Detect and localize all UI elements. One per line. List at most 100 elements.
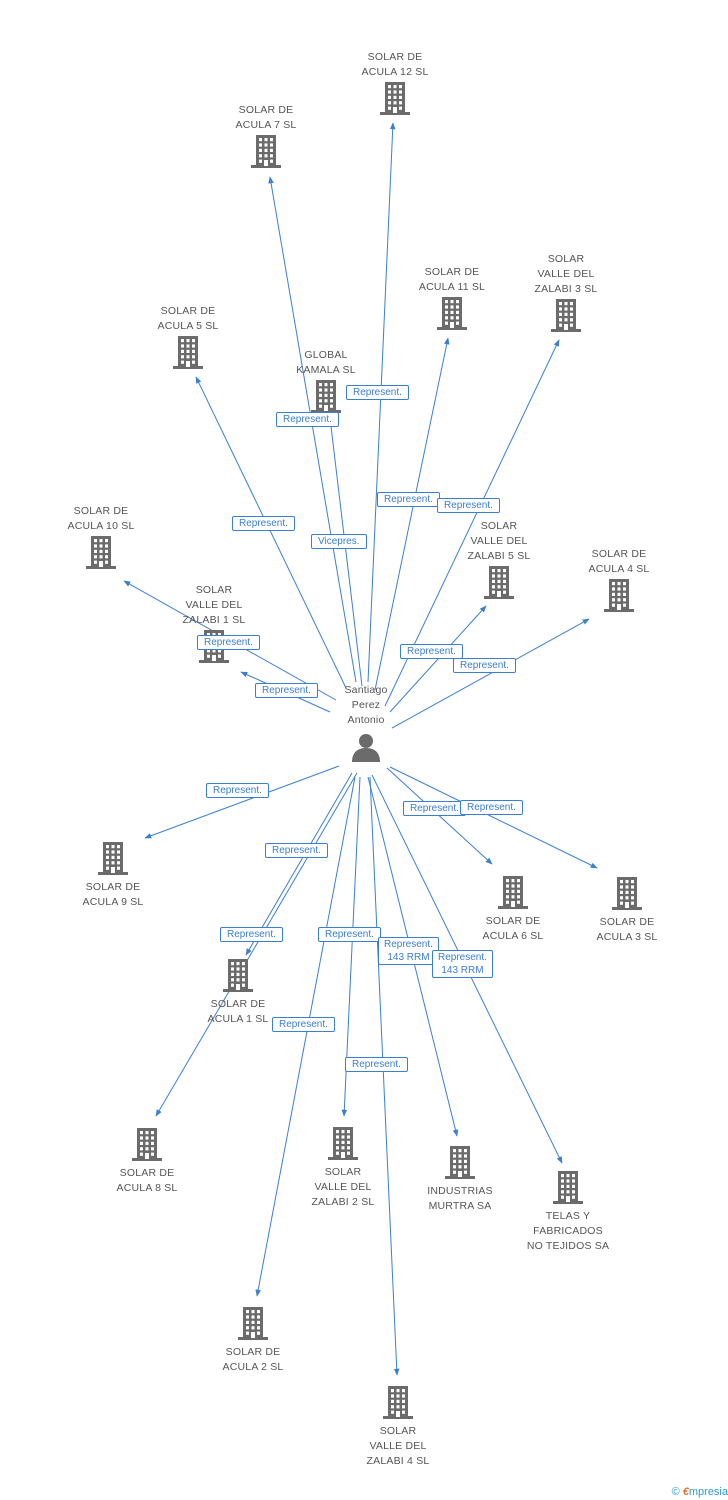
edge-label-c11[interactable]: Represent.	[377, 492, 440, 507]
company-name-line: SOLAR DE	[225, 1346, 281, 1358]
edge-line-c3	[389, 766, 598, 869]
edge-line-c5	[195, 376, 347, 689]
edge-label-c9[interactable]: Represent.	[206, 783, 269, 798]
company-name-line: VALLE DEL	[185, 599, 243, 611]
company-name-line: ACULA 11 SL	[418, 281, 486, 293]
building-icon	[238, 1307, 268, 1340]
company-name-line: SOLAR	[195, 584, 233, 596]
edge-label-c1[interactable]: Represent.	[265, 843, 328, 858]
building-icon	[173, 336, 203, 369]
company-name-line: INDUSTRIAS	[427, 1185, 493, 1197]
relation-text: Vicepres.	[318, 536, 360, 547]
building-icon	[484, 566, 514, 599]
building-icon	[132, 1128, 162, 1161]
company-node-c4[interactable]: SOLAR DE ACULA 4 SL	[559, 547, 679, 615]
company-name-line: ACULA 3 SL	[596, 931, 658, 943]
edge-label-c5[interactable]: Represent.	[232, 516, 295, 531]
company-name-line: SOLAR DE	[599, 916, 655, 928]
relation-text: Represent.	[279, 1019, 328, 1030]
relation-text: Represent.	[407, 646, 456, 657]
company-name-line: ACULA 4 SL	[588, 563, 650, 575]
building-icon	[383, 1386, 413, 1419]
empresia-logo-initial: €	[682, 1486, 689, 1498]
company-name: SOLAR DE ACULA 4 SL	[559, 547, 679, 577]
edge-label-c10[interactable]: Represent.	[197, 635, 260, 650]
company-name-line: ACULA 10 SL	[67, 520, 135, 532]
edge-label-vz5[interactable]: Represent.	[400, 644, 463, 659]
edge-label-tf[interactable]: Represent.143 RRM	[432, 950, 493, 978]
building-icon	[437, 297, 467, 330]
edge-label-c7[interactable]: Represent.	[276, 412, 339, 427]
edge-label-vz4[interactable]: Represent.	[345, 1057, 408, 1072]
edge-label-c12[interactable]: Represent.	[346, 385, 409, 400]
relation-text: Represent.	[460, 660, 509, 671]
edge-label-vz3[interactable]: Represent.	[437, 498, 500, 513]
company-name-line: ACULA 9 SL	[82, 896, 144, 908]
company-name-line: VALLE DEL	[537, 268, 595, 280]
relation-text: Represent.	[227, 929, 276, 940]
edge-line-c8	[155, 772, 358, 1117]
company-name-line: SOLAR DE	[73, 505, 129, 517]
edge-label-c8[interactable]: Represent.	[220, 927, 283, 942]
relation-text: Represent.	[352, 1059, 401, 1070]
edge-line-c12	[367, 122, 396, 683]
edge-label-vz2[interactable]: Represent.	[318, 927, 381, 942]
company-name-line: SOLAR DE	[591, 548, 647, 560]
edge-label-c6[interactable]: Represent.	[403, 801, 466, 816]
copyright-symbol: ©	[671, 1486, 680, 1498]
relation-text: Represent.	[410, 803, 459, 814]
empresia-logo-text: mpresia	[688, 1486, 728, 1498]
building-icon	[328, 1127, 358, 1160]
relation-text: Represent.	[283, 414, 332, 425]
edge-line-gk	[327, 417, 363, 687]
footer-brand[interactable]: © €mpresia	[672, 1486, 728, 1498]
edge-label-c2[interactable]: Represent.	[272, 1017, 335, 1032]
person-name-line: Santiago	[344, 684, 388, 696]
edge-label-vz1[interactable]: Represent.	[255, 683, 318, 698]
relation-text: 143 RRM	[387, 952, 430, 963]
edge-line-c6	[386, 767, 493, 865]
edge-label-c3[interactable]: Represent.	[460, 800, 523, 815]
building-icon	[612, 877, 642, 910]
edge-line-vz4	[369, 776, 400, 1376]
relation-text: Represent.	[438, 952, 487, 963]
edge-label-gk[interactable]: Vicepres.	[311, 534, 367, 549]
edge-label-c4[interactable]: Represent.	[453, 658, 516, 673]
company-node-c3[interactable]: SOLAR DE ACULA 3 SL	[567, 875, 687, 945]
company-name-line: SOLAR	[324, 1166, 362, 1178]
person-name-line: Perez	[351, 699, 381, 711]
company-name-line: SOLAR DE	[210, 998, 266, 1010]
edge-line-c4	[391, 618, 590, 729]
edge-label-im[interactable]: Represent.143 RRM	[378, 937, 439, 965]
company-node-c10[interactable]: SOLAR DE ACULA 10 SL	[41, 504, 161, 572]
company-name-line: ZALABI 3 SL	[534, 283, 598, 295]
company-name-line: ACULA 8 SL	[116, 1182, 178, 1194]
company-name-line: ACULA 6 SL	[482, 930, 544, 942]
